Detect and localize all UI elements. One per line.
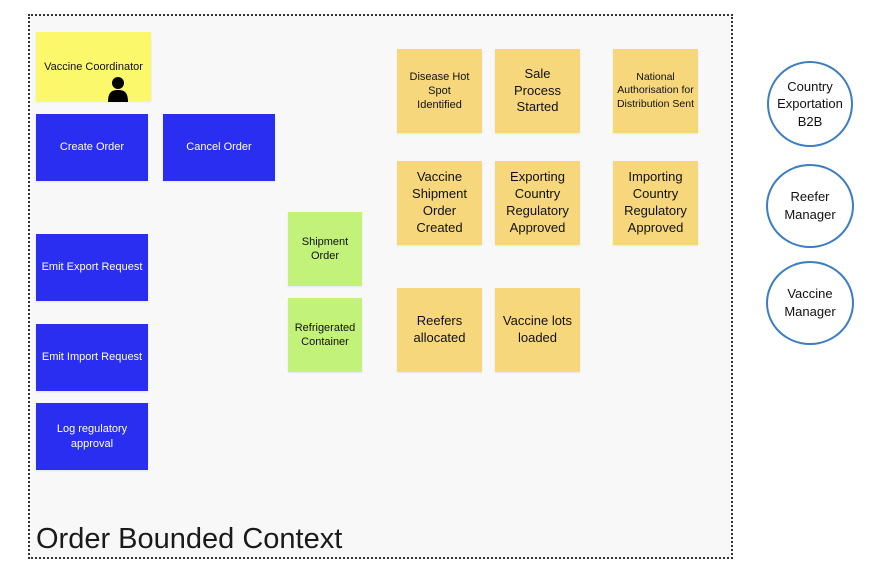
event-exporting-country-regulatory-approved[interactable]: Exporting Country Regulatory Approved [495,161,580,245]
aggregate-refrigerated-container[interactable]: Refrigerated Container [288,298,362,372]
system-label: Vaccine Manager [784,286,836,319]
event-label: Sale Process Started [514,65,561,115]
actor-label: Vaccine Coordinator [44,61,143,73]
command-emit-export-request[interactable]: Emit Export Request [36,234,148,301]
command-create-order[interactable]: Create Order [36,114,148,181]
command-label: Emit Import Request [41,351,143,364]
event-importing-country-regulatory-approved[interactable]: Importing Country Regulatory Approved [613,161,698,245]
event-vaccine-lots-loaded[interactable]: Vaccine lots loaded [495,288,580,372]
event-label: Reefers allocated [413,313,466,345]
bounded-context-title: Order Bounded Context [36,523,343,555]
event-sale-process-started[interactable]: Sale Process Started [495,49,580,133]
event-label: Exporting Country Regulatory Approved [506,169,569,235]
event-label: Vaccine Shipment Order Created [412,169,467,235]
event-vaccine-shipment-order-created[interactable]: Vaccine Shipment Order Created [397,161,482,245]
system-label: Country Exportation B2B [777,78,843,129]
event-label: National Authorisation for Distribution … [616,70,695,110]
event-label: Vaccine lots loaded [502,313,573,345]
person-icon [108,77,128,102]
system-label: Reefer Manager [784,189,836,222]
event-label: Importing Country Regulatory Approved [624,169,687,235]
event-label: Disease Hot Spot Identified [409,70,470,112]
actor-vaccine-coordinator[interactable]: Vaccine Coordinator [36,32,151,102]
event-disease-hot-spot-identified[interactable]: Disease Hot Spot Identified [397,49,482,133]
aggregate-label: Shipment Order [301,235,349,262]
event-reefers-allocated[interactable]: Reefers allocated [397,288,482,372]
command-label: Emit Export Request [41,261,143,274]
command-cancel-order[interactable]: Cancel Order [163,114,275,181]
command-label: Create Order [59,141,125,154]
aggregate-shipment-order[interactable]: Shipment Order [288,212,362,286]
external-system-country-exportation-b2b[interactable]: Country Exportation B2B [767,61,853,147]
command-emit-import-request[interactable]: Emit Import Request [36,324,148,391]
aggregate-label: Refrigerated Container [294,321,356,348]
external-system-vaccine-manager[interactable]: Vaccine Manager [766,261,854,345]
command-label: Log regulatory approval [56,423,128,450]
external-system-reefer-manager[interactable]: Reefer Manager [766,164,854,248]
command-label: Cancel Order [186,141,252,154]
event-national-authorisation-sent[interactable]: National Authorisation for Distribution … [613,49,698,133]
command-log-regulatory-approval[interactable]: Log regulatory approval [36,403,148,470]
